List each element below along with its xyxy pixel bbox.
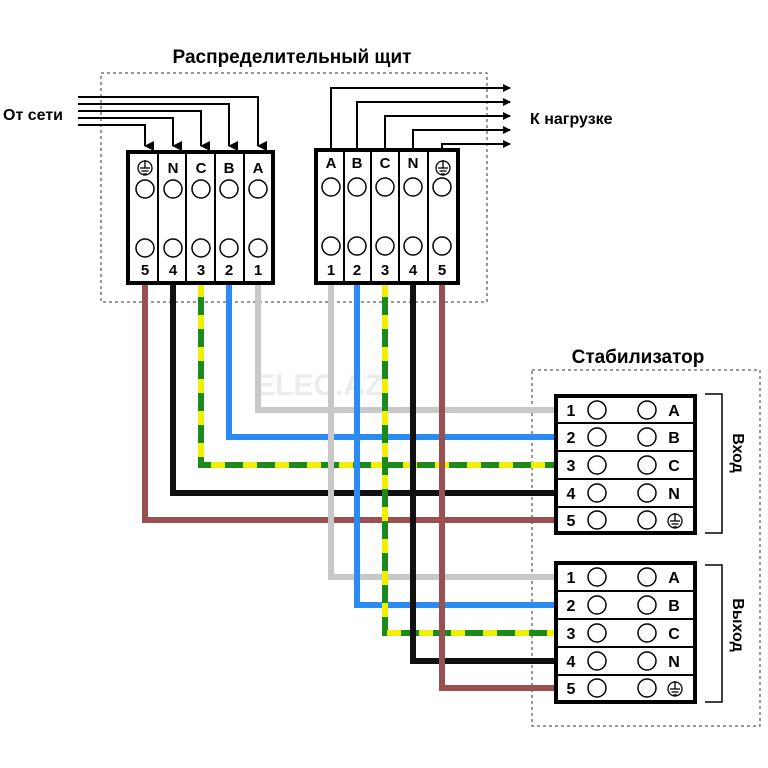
stabilizer-input-block: 1 2 3 4 5 A B C N [554, 394, 697, 535]
right-bottom-number: 2 [353, 262, 361, 279]
right-top-label: A [326, 155, 337, 172]
wires [142, 283, 556, 691]
stab-out-number: 1 [567, 570, 576, 587]
stab-out-number: 5 [567, 681, 576, 698]
wire-b-out [354, 283, 556, 608]
left-top-label: A [253, 160, 264, 177]
output-label: Выход [729, 598, 746, 651]
wire-n-out [410, 283, 556, 664]
stab-out-letter: A [668, 570, 680, 587]
wire-c-out [382, 283, 556, 636]
stab-in-letter: B [668, 430, 680, 447]
left-bottom-number: 3 [197, 262, 205, 279]
stab-out-letter: B [668, 598, 680, 615]
stab-in-letter: N [668, 486, 680, 503]
wire-c-in-stripe [198, 283, 556, 468]
left-bottom-number: 4 [169, 262, 178, 279]
ground-icon [435, 160, 451, 176]
right-top-label: N [408, 155, 419, 172]
incoming-feed-lines [78, 96, 267, 151]
left-top-label: C [196, 160, 207, 177]
wire-n-in [170, 283, 556, 496]
ground-icon [667, 681, 683, 697]
ground-icon [667, 513, 683, 529]
stab-in-number: 5 [567, 513, 576, 530]
wire-b-in [226, 283, 556, 440]
left-bottom-number: 1 [254, 262, 262, 279]
right-bottom-number: 3 [381, 262, 389, 279]
wire-a-in [255, 283, 556, 413]
right-top-label: C [380, 155, 391, 172]
outgoing-load-lines [330, 84, 511, 150]
stab-in-number: 2 [567, 430, 576, 447]
stab-in-number: 1 [567, 403, 576, 420]
stab-out-number: 4 [567, 654, 576, 671]
stab-in-letter: C [668, 458, 680, 475]
to-load-label: К нагрузке [530, 111, 613, 128]
left-top-label: B [224, 160, 235, 177]
from-grid-label: От сети [3, 107, 63, 124]
left-bottom-number: 5 [141, 262, 149, 279]
right-top-label: B [352, 155, 363, 172]
wire-pe-in [142, 283, 556, 523]
stab-in-number: 3 [567, 458, 576, 475]
input-label: Вход [729, 433, 746, 473]
stab-out-letter: N [668, 654, 680, 671]
stab-out-number: 2 [567, 598, 576, 615]
wire-pe-out [439, 283, 556, 691]
watermark-text: ELEC.AZ [255, 369, 383, 402]
output-bracket [705, 564, 723, 703]
stab-out-letter: C [668, 626, 680, 643]
stabilizer-title: Стабилизатор [572, 347, 705, 368]
left-bottom-number: 2 [225, 262, 233, 279]
right-bottom-number: 5 [438, 262, 446, 279]
right-terminal-block: A B C N 1 2 3 4 5 [314, 148, 460, 285]
stabilizer-output-block: 1 2 3 4 5 A B C N [554, 561, 697, 704]
stabilizer-border [531, 369, 761, 727]
wire-a-out [328, 283, 556, 580]
stab-in-number: 4 [567, 486, 576, 503]
left-top-label: N [168, 160, 179, 177]
right-bottom-number: 1 [327, 262, 335, 279]
ground-icon [137, 160, 153, 176]
distribution-panel-border [100, 72, 488, 303]
input-bracket [705, 393, 723, 534]
left-terminal-block: N C B A 5 4 3 2 1 [126, 150, 275, 285]
right-bottom-number: 4 [409, 262, 418, 279]
stab-out-number: 3 [567, 626, 576, 643]
panel-title: Распределительный щит [173, 47, 412, 68]
stab-in-letter: A [668, 403, 680, 420]
